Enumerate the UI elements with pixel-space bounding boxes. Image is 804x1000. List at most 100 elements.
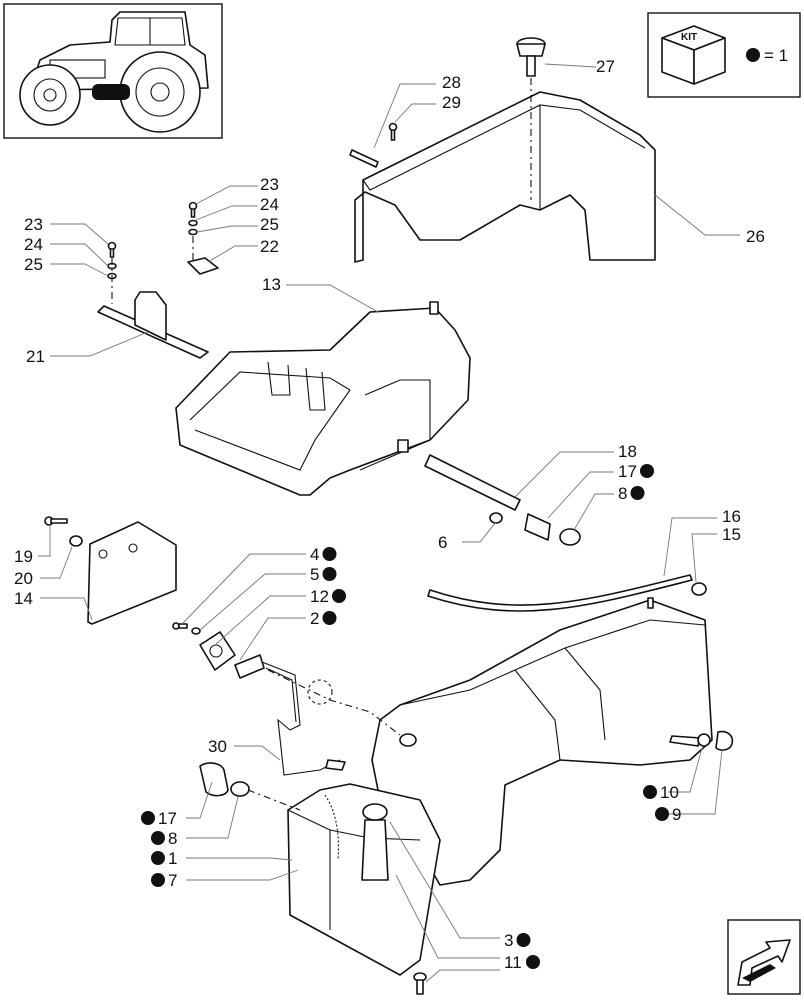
callout-number: 2 (310, 609, 319, 628)
callout-number: 20 (14, 569, 33, 588)
kit-marker-dot (332, 589, 346, 603)
callout-number: 16 (722, 507, 741, 526)
kit-marker-dot (526, 955, 540, 969)
callout-c20: 20 (14, 569, 33, 588)
kit-marker-dot (322, 567, 337, 581)
callout-number: 4 (310, 545, 319, 564)
hose-sleeve-17 (524, 513, 551, 541)
callout-number: 24 (24, 235, 43, 254)
kit-marker-dot (643, 785, 657, 799)
next-page-arrow-icon (737, 939, 791, 986)
callout-number: 11 (504, 953, 522, 972)
axis-line-reservoir (247, 789, 301, 811)
callout-c29: 29 (442, 93, 461, 112)
callout-number: 15 (722, 525, 741, 544)
callout-c4: 4 (310, 545, 337, 564)
callout-number: 24 (260, 195, 279, 214)
callout-number: 14 (14, 589, 33, 608)
bracket-hardware-22 (187, 201, 219, 275)
kit-marker-dot (516, 933, 531, 947)
tractor-thumbnail (3, 3, 223, 139)
callout-c16: 16 (722, 507, 741, 526)
callout-number: 25 (24, 255, 43, 274)
kit-marker-dot (322, 547, 337, 561)
leader-lines (38, 63, 740, 983)
hose-clamp-6 (489, 512, 503, 524)
callout-number: 29 (442, 93, 461, 112)
callout-number: 23 (260, 175, 279, 194)
hose-clamp-8-lower (230, 781, 250, 797)
callout-number: 13 (262, 275, 281, 294)
kit-equals-text: = 1 (764, 46, 788, 65)
callout-number: 9 (672, 805, 681, 824)
kit-marker-dot (151, 873, 165, 887)
callout-c8b: 8 (151, 829, 177, 848)
callout-c25a: 25 (260, 215, 279, 234)
callout-c24b: 24 (24, 235, 43, 254)
callout-c3: 3 (504, 931, 531, 950)
hose-sleeve-17-lower (199, 762, 229, 797)
callout-c7: 7 (151, 871, 177, 890)
callout-labels: 2728292623242522232425211318178616151920… (14, 57, 765, 972)
callout-c27: 27 (596, 57, 615, 76)
reservoir-tank-1 (287, 783, 441, 976)
pipe-18 (424, 454, 521, 511)
kit-label: KIT (681, 32, 697, 43)
callout-number: 17 (618, 462, 637, 481)
callout-number: 6 (438, 533, 447, 552)
callout-number: 28 (442, 73, 461, 92)
kit-marker-dot (141, 811, 155, 825)
callout-number: 17 (158, 809, 177, 828)
axis-line-sender (267, 669, 401, 736)
callout-c19: 19 (14, 547, 33, 566)
kit-legend: KIT = 1 (647, 12, 801, 98)
kit-box-icon: KIT (661, 25, 726, 85)
callout-number: 22 (260, 237, 279, 256)
callout-number: 3 (504, 931, 513, 950)
callout-c24a: 24 (260, 195, 279, 214)
kit-marker-dot (151, 831, 165, 845)
callout-number: 30 (208, 737, 227, 756)
callout-number: 8 (168, 829, 177, 848)
callout-c28: 28 (442, 73, 461, 92)
tank-cover-26 (354, 91, 656, 263)
callout-c21: 21 (26, 347, 45, 366)
parts-drawing (44, 37, 734, 995)
callout-number: 19 (14, 547, 33, 566)
drain-plug-9 (669, 730, 734, 751)
callout-c14: 14 (14, 589, 33, 608)
heat-shield-14 (44, 516, 177, 625)
callout-c9: 9 (655, 805, 681, 824)
callout-c30: 30 (208, 737, 227, 756)
hose-clamp-8 (559, 528, 581, 546)
tube-clamp-15 (691, 582, 707, 596)
bolt-28 (349, 149, 379, 168)
kit-marker-dot (640, 464, 654, 478)
callout-c12: 12 (310, 587, 346, 606)
callout-c22: 22 (260, 237, 279, 256)
callout-c6: 6 (438, 533, 447, 552)
callout-c15: 15 (722, 525, 741, 544)
callout-number: 26 (746, 227, 765, 246)
bracket-21 (97, 291, 209, 359)
return-tube-16 (427, 574, 693, 612)
filler-cap-27 (516, 37, 546, 77)
callout-c10: 10 (643, 783, 679, 802)
kit-marker-dot (151, 851, 165, 865)
callout-number: 21 (26, 347, 45, 366)
callout-number: 1 (168, 849, 177, 868)
fuel-level-sender-30 (234, 654, 346, 776)
callout-number: 10 (660, 783, 679, 802)
callout-c5: 5 (310, 565, 337, 584)
callout-c23b: 23 (24, 215, 43, 234)
callout-c8a: 8 (618, 484, 645, 503)
callout-number: 8 (618, 484, 627, 503)
callout-number: 12 (310, 587, 329, 606)
callout-c26: 26 (746, 227, 765, 246)
callout-c25b: 25 (24, 255, 43, 274)
callout-number: 27 (596, 57, 615, 76)
next-page-button[interactable] (727, 919, 801, 995)
callout-number: 5 (310, 565, 319, 584)
callout-c13: 13 (262, 275, 281, 294)
